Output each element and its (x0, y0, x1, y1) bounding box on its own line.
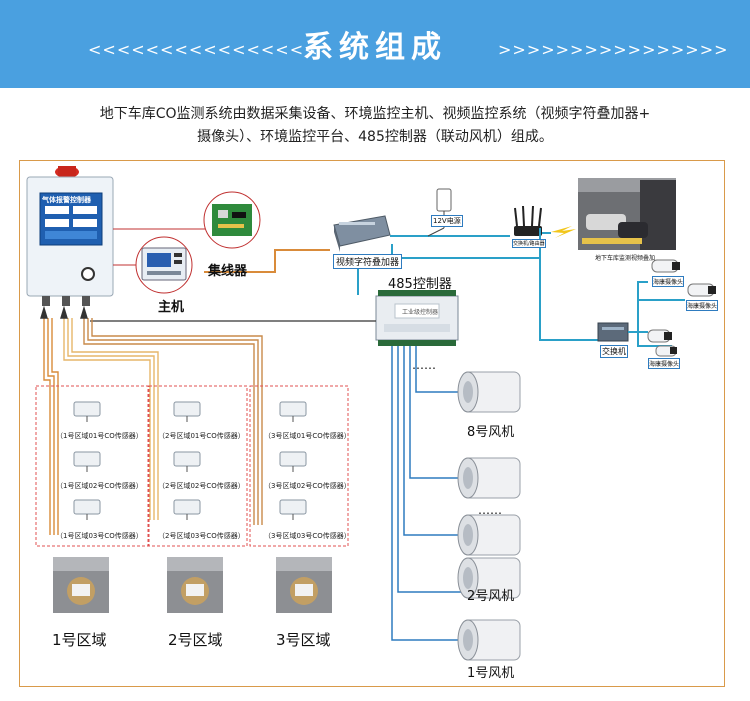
video-overlay-device (333, 215, 391, 252)
zone-1-photo (53, 557, 109, 613)
fan-1-icon (457, 619, 521, 661)
banner-title: 系统组成 (303, 30, 447, 65)
power-adapter-icon (436, 188, 452, 228)
network-switch (597, 322, 629, 342)
sensor-caption: （3号区域02号CO传感器） (264, 482, 351, 490)
host-label: 主机 (158, 300, 185, 315)
fan-8-icon (457, 371, 521, 413)
camera-3-label: 海康摄像头 (648, 358, 681, 369)
camera-4-icon (655, 345, 677, 357)
router-icon (514, 205, 542, 236)
sensor-caption: （1号区域02号CO传感器） (56, 482, 143, 490)
rs485-controller (375, 290, 459, 346)
controller-485-panel: 工业级控制器 (402, 309, 439, 316)
zone-1-label: 1号区域 (52, 631, 107, 649)
router-label: 交换机/路由器 (512, 239, 546, 248)
concentrator-label: 集线器 (208, 264, 248, 279)
cable-bundles (40, 305, 263, 535)
sensor-caption: （3号区域01号CO传感器） (264, 432, 351, 440)
parking-lot-image (578, 178, 676, 250)
zone-3-label: 3号区域 (276, 631, 331, 649)
camera-1-icon (651, 259, 680, 273)
zone-2-label: 2号区域 (168, 631, 223, 649)
zone-3-box (249, 385, 349, 547)
sensor-caption: （1号区域03号CO传感器） (56, 532, 143, 540)
sensor-caption: （2号区域01号CO传感器） (158, 432, 245, 440)
camera-2-label: 海康摄像头 (686, 300, 719, 311)
intro-line-2: 摄像头）、环境监控平台、485控制器（联动风机）组成。 (197, 129, 553, 145)
banner: <<<<<<<<<<<<<<<< 系统组成 >>>>>>>>>>>>>>>> (0, 0, 750, 88)
camera-2-icon (687, 283, 716, 297)
fan-2-icon (457, 557, 521, 599)
camera-1-label: 海康摄像头 (652, 276, 685, 287)
sensor-caption: （2号区域03号CO传感器） (158, 532, 245, 540)
power-label: 12V电源 (431, 215, 463, 227)
sensor-caption: （3号区域03号CO传感器） (264, 532, 351, 540)
intro-text: 地下车库CO监测系统由数据采集设备、环境监控主机、视频监控系统（视频字符叠加器+… (30, 103, 720, 149)
host-module-icon (135, 236, 193, 294)
sensor-icon (73, 401, 101, 520)
fan-8-label: 8号风机 (467, 425, 515, 440)
banner-chevrons-right: >>>>>>>>>>>>>>>> (498, 40, 729, 59)
parking-caption: 地下车库监测视频叠加 (595, 255, 656, 262)
sensor-icon (173, 401, 201, 520)
fan-2-label: 2号风机 (467, 589, 515, 604)
diagram-frame (19, 160, 725, 687)
fan-7-icon (457, 457, 521, 499)
video-overlay-label: 视频字符叠加器 (333, 254, 403, 269)
controller-panel-title: 气体报警控制器 (42, 196, 91, 204)
sensor-caption: （2号区域02号CO传感器） (158, 482, 245, 490)
zone-2-photo (167, 557, 223, 613)
sensor-caption: （1号区域01号CO传感器） (56, 432, 143, 440)
fan-3-icon (457, 514, 521, 556)
intro-line-1: 地下车库CO监测系统由数据采集设备、环境监控主机、视频监控系统（视频字符叠加器+ (99, 106, 651, 122)
zone-2-box (148, 385, 248, 547)
zone-3-photo (276, 557, 332, 613)
sensor-icon (279, 401, 307, 520)
ellipsis-top: …… (412, 358, 436, 372)
ellipsis-fans: …… (478, 503, 502, 517)
alarm-controller (26, 166, 114, 306)
fan-bus (391, 346, 462, 641)
zone-1-box (35, 385, 149, 547)
fan-1-label: 1号风机 (467, 666, 515, 681)
banner-chevrons-left: <<<<<<<<<<<<<<<< (88, 40, 319, 59)
switch-label: 交换机 (600, 345, 628, 358)
key-switch-icon (81, 267, 95, 281)
camera-3-icon (647, 329, 672, 343)
wireless-signal-icon (551, 226, 576, 238)
controller-485-label: 485控制器 (388, 277, 452, 292)
circuit-board-icon (203, 191, 261, 249)
